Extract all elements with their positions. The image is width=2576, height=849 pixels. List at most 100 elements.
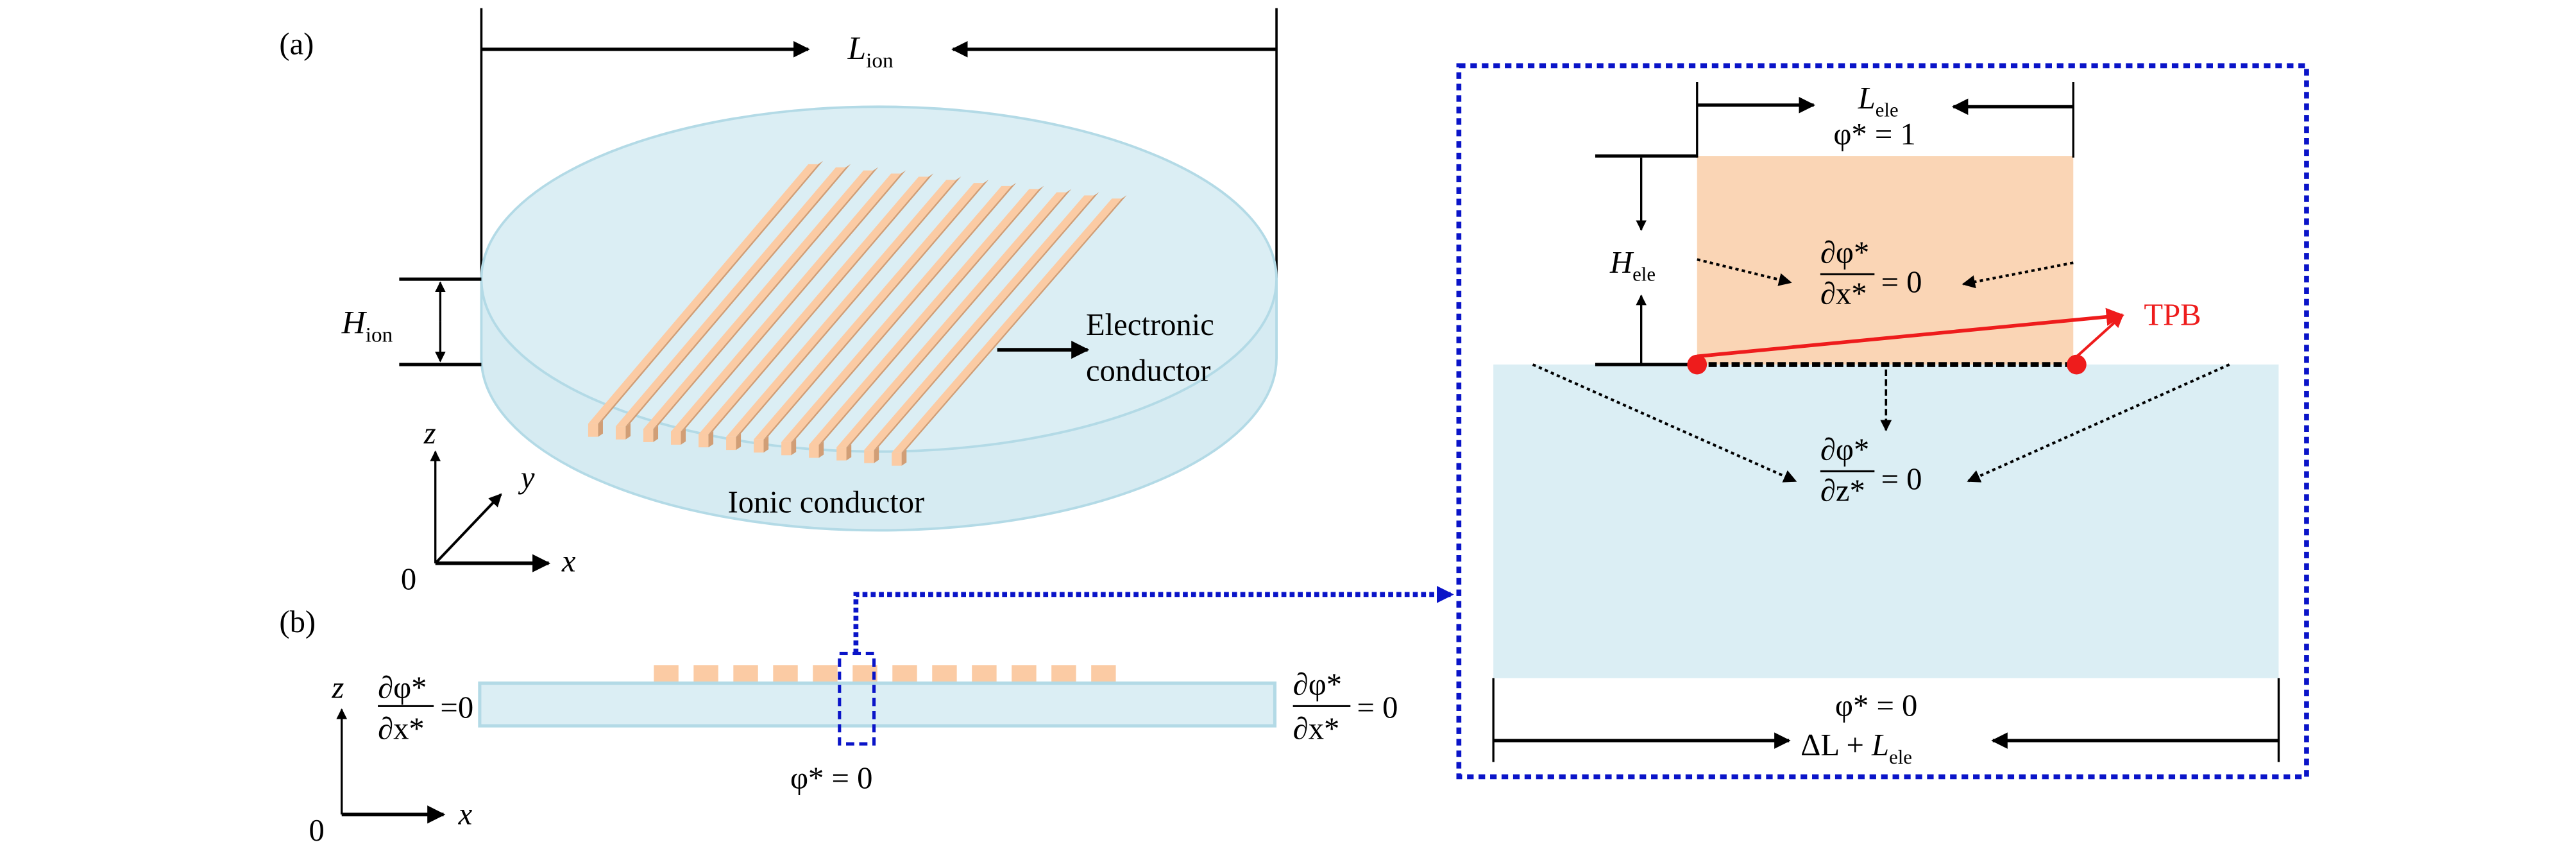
strip-top-face	[809, 189, 1039, 445]
electrode-strip	[588, 160, 824, 437]
left-boundary-condition: ∂φ* ∂x* =0	[378, 671, 473, 746]
electrode-strip-section	[733, 665, 758, 682]
y-axis-label: y	[518, 460, 535, 495]
top-bc-label: φ* = 1	[1833, 117, 1915, 151]
electrode-bc-denominator: ∂x*	[1820, 276, 1867, 311]
tpb-annotation: TPB	[1687, 298, 2201, 375]
ionic-bc-numerator: ∂φ*	[1820, 433, 1869, 467]
strip-top-face	[836, 192, 1067, 448]
electrode-strip-section	[932, 665, 957, 682]
zoom-frame	[1456, 63, 2309, 780]
tpb-right-point	[2067, 354, 2087, 375]
strip-side-face	[653, 167, 879, 429]
l-ion-dimension: Lion	[480, 8, 1278, 283]
strip-end-side-face	[874, 447, 879, 463]
left-bc-denominator: ∂x*	[378, 712, 425, 746]
z-axis-label: z	[423, 416, 436, 450]
axes-3d: z y x 0	[401, 416, 576, 597]
zoom-bottom-bc-label: φ* = 0	[1835, 689, 1917, 723]
strip-front-face	[864, 450, 874, 463]
ionic-bc-left-arrow	[1532, 363, 1797, 483]
electrode-strip	[754, 179, 989, 453]
electrode-strip-section	[813, 665, 838, 682]
ionic-boundary-condition: ∂φ* ∂z* = 0	[1532, 363, 2230, 508]
strip-side-face	[681, 170, 906, 432]
y-axis-arrow	[434, 493, 502, 565]
zoom-ionic-conductor	[1493, 364, 2279, 678]
electrode-strip	[671, 170, 906, 445]
electrode-strip	[643, 167, 879, 442]
strip-front-face	[781, 442, 792, 456]
z-axis-label-2d: z	[331, 671, 344, 705]
strip-top-face	[615, 167, 846, 427]
strip-side-face	[874, 192, 1099, 450]
strip-top-face	[671, 173, 901, 432]
electrode-bc-right-arrow	[1962, 261, 2074, 289]
l-ele-label: Lele	[1858, 81, 1899, 121]
strip-side-face	[598, 160, 824, 424]
strip-front-face	[615, 426, 626, 440]
electrode-strip	[699, 173, 934, 448]
strip-front-face	[671, 431, 681, 445]
strip-top-face	[754, 183, 984, 440]
tpb-arrow-left	[1697, 307, 2124, 359]
strip-end-side-face	[763, 436, 769, 453]
strip-top-face	[699, 176, 929, 434]
electronic-conductor-strips	[588, 160, 1127, 466]
electrode-strips-cross-section	[654, 665, 1116, 682]
electrode-strip-section	[773, 665, 798, 682]
origin-label-2d: 0	[309, 813, 325, 848]
strip-front-face	[726, 436, 736, 450]
electrode-strip	[615, 164, 851, 440]
strip-end-side-face	[736, 433, 741, 450]
electrode-strip	[809, 185, 1044, 458]
electrode-strip	[892, 195, 1127, 466]
strip-top-face	[892, 198, 1122, 453]
h-ele-dimension: Hele	[1595, 154, 1697, 366]
strip-side-face	[818, 185, 1044, 445]
bottom-dimension: ΔL + Lele	[1492, 678, 2280, 768]
electrode-strip-section	[1051, 665, 1076, 682]
zoom-panel: Lele φ* = 1 Hele ∂φ* ∂x* = 0 T	[1456, 63, 2309, 780]
strip-side-face	[708, 173, 934, 434]
strip-end-side-face	[653, 425, 659, 442]
zoom-electrode	[1697, 156, 2074, 365]
strip-end-side-face	[681, 428, 686, 445]
ionic-conductor-cross-section	[478, 681, 1277, 728]
strip-end-side-face	[708, 431, 714, 448]
electrode-strip-section	[892, 665, 917, 682]
zoom-connector-arrow	[853, 585, 1454, 654]
electrode-strip-section	[1091, 665, 1116, 682]
strip-front-face	[754, 439, 764, 453]
bottom-dim-label: ΔL + Lele	[1801, 728, 1912, 768]
strip-side-face	[901, 195, 1127, 453]
strip-top-face	[781, 185, 1012, 442]
electrode-bc-left-arrow	[1697, 258, 1792, 286]
strip-front-face	[892, 452, 902, 466]
panel-b-label: (b)	[279, 605, 316, 639]
electrode-bc-numerator: ∂φ*	[1820, 235, 1869, 270]
right-boundary-condition: ∂φ* ∂x* = 0	[1292, 667, 1398, 746]
electrode-strip	[864, 192, 1099, 463]
strip-front-face	[699, 434, 709, 448]
tpb-arrow-right	[2072, 314, 2124, 361]
axes-2d: z x 0	[309, 671, 473, 848]
right-bc-numerator: ∂φ*	[1293, 667, 1342, 701]
strip-end-side-face	[791, 438, 797, 456]
electrode-strip-section	[972, 665, 997, 682]
electronic-conductor-label-line2: conductor	[1086, 354, 1211, 388]
strip-end-side-face	[598, 420, 603, 437]
ionic-conductor-label: Ionic conductor	[728, 485, 925, 519]
strip-end-side-face	[625, 423, 631, 440]
panel-a-label: (a)	[279, 26, 314, 61]
tpb-label: TPB	[2144, 298, 2201, 332]
electrode-bc-rhs: = 0	[1881, 265, 1922, 300]
ionic-bc-denominator: ∂z*	[1820, 474, 1865, 508]
electrode-strip	[836, 189, 1072, 461]
strip-top-face	[588, 164, 818, 424]
l-ion-label: Lion	[847, 30, 894, 73]
h-ion-dimension: Hion	[341, 277, 482, 366]
x-axis-label: x	[561, 544, 576, 579]
strip-side-face	[763, 179, 989, 440]
